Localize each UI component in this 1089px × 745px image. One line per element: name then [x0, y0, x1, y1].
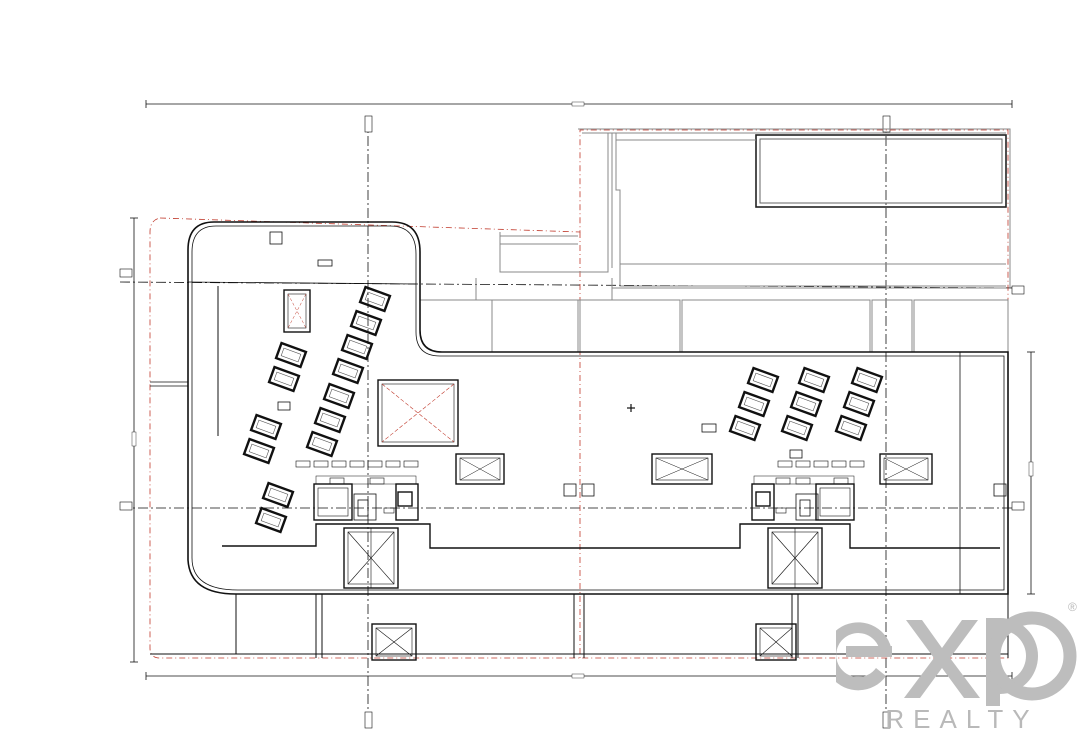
registered-mark: ®: [1068, 600, 1077, 614]
main-outline: [150, 221, 1009, 595]
lift-cores: [313, 475, 855, 521]
axis-tags: [119, 115, 1025, 729]
label-strips: [295, 460, 865, 514]
upper-wing: [420, 128, 1011, 353]
parking-spaces: [242, 285, 884, 534]
fixtures: [269, 231, 1007, 497]
logo-tagline: REALTY: [885, 704, 1039, 734]
dimension-lines: [130, 100, 1035, 680]
exp-logo-mark: [824, 611, 1077, 706]
shafts: [283, 289, 933, 661]
exp-realty-logo: ® REALTY: [824, 598, 1082, 738]
site-boundary: [149, 129, 1009, 659]
